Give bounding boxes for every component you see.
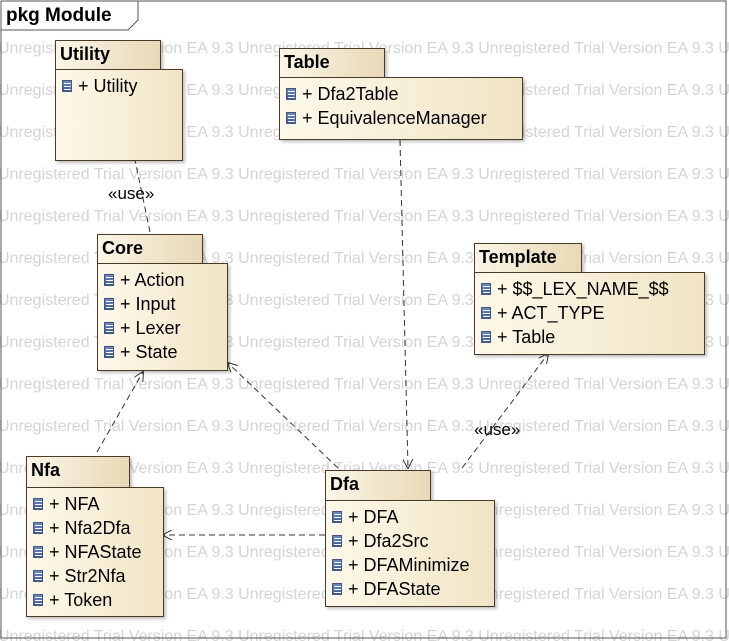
package-body: + NFA + Nfa2Dfa + NFAState + Str2Nfa + T…: [26, 487, 164, 617]
item-label: + Table: [497, 326, 556, 347]
item-label: + Str2Nfa: [49, 565, 126, 586]
package-body: + Utility: [55, 69, 183, 161]
item-label: + NFA: [49, 493, 100, 514]
package-tab: Nfa: [26, 456, 130, 488]
package-name: Dfa: [330, 474, 360, 494]
package-item[interactable]: + Action: [104, 268, 185, 292]
package-item[interactable]: + EquivalenceManager: [286, 106, 487, 130]
package-name: Table: [284, 52, 330, 72]
class-icon: [33, 594, 43, 606]
item-label: + EquivalenceManager: [302, 107, 487, 128]
package-name: Utility: [60, 44, 111, 64]
package-item[interactable]: + Dfa2Table: [286, 82, 487, 106]
package-item[interactable]: + Nfa2Dfa: [33, 516, 142, 540]
package-name: Nfa: [31, 460, 61, 480]
class-icon: [481, 283, 491, 295]
item-label: + Input: [120, 293, 176, 314]
package-item[interactable]: + DFAMinimize: [332, 553, 470, 577]
package-item[interactable]: + NFA: [33, 492, 142, 516]
package-item[interactable]: + Input: [104, 292, 185, 316]
package-body: + DFA + Dfa2Src + DFAMinimize + DFAState: [325, 500, 495, 607]
class-icon: [33, 498, 43, 510]
class-icon: [481, 331, 491, 343]
class-icon: [104, 322, 114, 334]
class-icon: [332, 559, 342, 571]
package-item[interactable]: + DFA: [332, 505, 470, 529]
package-tab: Core: [97, 234, 203, 264]
item-label: + DFAState: [348, 578, 441, 599]
package-item[interactable]: + Str2Nfa: [33, 564, 142, 588]
item-label: + NFAState: [49, 541, 142, 562]
item-label: + Token: [49, 589, 113, 610]
dependency-dfa-template: [461, 354, 548, 469]
package-item[interactable]: + Lexer: [104, 316, 185, 340]
package-item[interactable]: + Token: [33, 588, 142, 612]
item-label: + State: [120, 341, 178, 362]
package-item[interactable]: + $$_LEX_NAME_$$: [481, 277, 669, 301]
item-label: + Action: [120, 269, 185, 290]
package-item[interactable]: + Dfa2Src: [332, 529, 470, 553]
dependency-nfa-core: [96, 372, 143, 453]
dependency-dfa-core: [228, 363, 339, 469]
package-item[interactable]: + DFAState: [332, 577, 470, 601]
package-item[interactable]: + ACT_TYPE: [481, 301, 669, 325]
class-icon: [286, 88, 296, 100]
package-tab: Dfa: [325, 470, 431, 501]
item-label: + Utility: [78, 75, 138, 96]
item-label: + $$_LEX_NAME_$$: [497, 278, 669, 299]
item-label: + Lexer: [120, 317, 181, 338]
item-label: + ACT_TYPE: [497, 302, 605, 323]
package-item[interactable]: + Utility: [62, 74, 138, 98]
class-icon: [332, 535, 342, 547]
class-icon: [332, 583, 342, 595]
package-body: + $$_LEX_NAME_$$ + ACT_TYPE + Table: [474, 272, 705, 355]
item-label: + DFAMinimize: [348, 554, 470, 575]
frame-title: pkg Module: [6, 5, 112, 26]
dependency-table-dfa: [399, 139, 408, 468]
class-icon: [332, 511, 342, 523]
package-tab: Utility: [55, 40, 161, 70]
class-icon: [104, 274, 114, 286]
package-item[interactable]: + NFAState: [33, 540, 142, 564]
package-body: + Dfa2Table + EquivalenceManager: [279, 77, 523, 140]
package-body: + Action + Input + Lexer + State: [97, 263, 228, 371]
item-label: + Dfa2Table: [302, 83, 399, 104]
item-label: + DFA: [348, 506, 399, 527]
package-tab: Table: [279, 48, 385, 78]
package-item[interactable]: + State: [104, 340, 185, 364]
class-icon: [481, 307, 491, 319]
class-icon: [286, 112, 296, 124]
use-stereotype-dfa-template: «use»: [474, 420, 521, 439]
class-icon: [104, 298, 114, 310]
use-stereotype-core-utility: «use»: [108, 184, 155, 203]
package-name: Core: [102, 238, 144, 258]
class-icon: [33, 546, 43, 558]
package-item[interactable]: + Table: [481, 325, 669, 349]
class-icon: [33, 570, 43, 582]
item-label: + Dfa2Src: [348, 530, 429, 551]
class-icon: [33, 522, 43, 534]
package-tab: Template: [474, 243, 582, 273]
package-name: Template: [479, 247, 557, 267]
item-label: + Nfa2Dfa: [49, 517, 131, 538]
class-icon: [62, 80, 72, 92]
class-icon: [104, 346, 114, 358]
